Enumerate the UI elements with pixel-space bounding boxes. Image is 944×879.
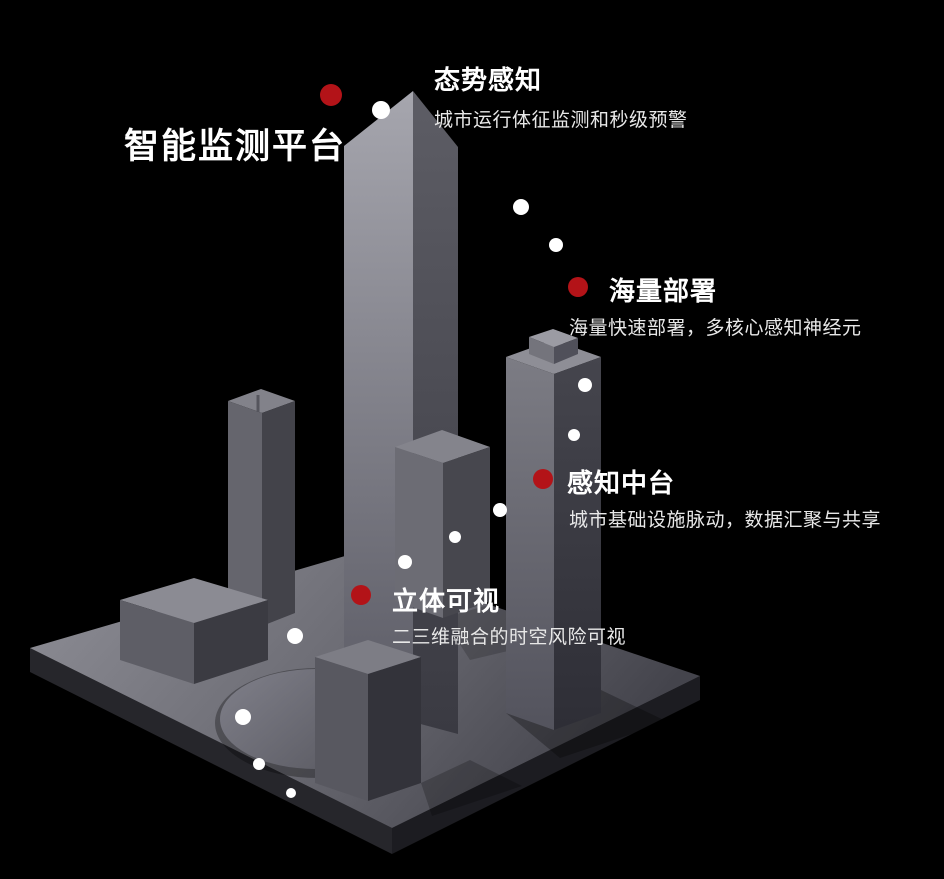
platform-side-right: [392, 676, 700, 854]
path-dot: [568, 429, 580, 441]
building-front-box: [315, 640, 421, 801]
path-dot: [372, 101, 390, 119]
feature-desc-3d-visualization: 二三维融合的时空风险可视: [392, 627, 627, 648]
building-narrow-tower: [228, 389, 295, 626]
path-dot: [549, 238, 563, 252]
red-marker-feature-3: [533, 469, 553, 489]
path-dot: [287, 628, 303, 644]
red-marker-platform-title: [320, 84, 342, 106]
building-low-box: [120, 578, 268, 684]
red-marker-feature-4: [351, 585, 371, 605]
path-dot: [398, 555, 412, 569]
red-markers: [320, 84, 588, 605]
feature-title-situation-awareness: 态势感知: [434, 65, 543, 95]
building-right-tower: [506, 329, 601, 730]
platform-side-left: [30, 648, 392, 854]
feature-title-3d-visualization: 立体可视: [392, 586, 501, 616]
path-dot: [513, 199, 529, 215]
path-dot: [253, 758, 265, 770]
platform-title: 智能监测平台: [124, 127, 347, 166]
path-dot: [578, 378, 592, 392]
feature-title-mass-deployment: 海量部署: [609, 276, 718, 306]
feature-desc-mass-deployment: 海量快速部署，多核心感知神经元: [569, 318, 862, 339]
path-dot: [449, 531, 461, 543]
right-tower-cap-top: [529, 329, 578, 347]
dotted-path: [235, 101, 592, 798]
path-dot: [286, 788, 296, 798]
feature-desc-sensing-middle-platform: 城市基础设施脉动，数据汇聚与共享: [569, 510, 882, 531]
feature-desc-situation-awareness: 城市运行体征监测和秒级预警: [434, 110, 688, 131]
path-dot: [235, 709, 251, 725]
building-middle: [395, 430, 490, 618]
shadow-front-box: [421, 760, 522, 816]
feature-title-sensing-middle-platform: 感知中台: [567, 468, 676, 498]
path-dot: [493, 503, 507, 517]
red-marker-feature-2: [568, 277, 588, 297]
